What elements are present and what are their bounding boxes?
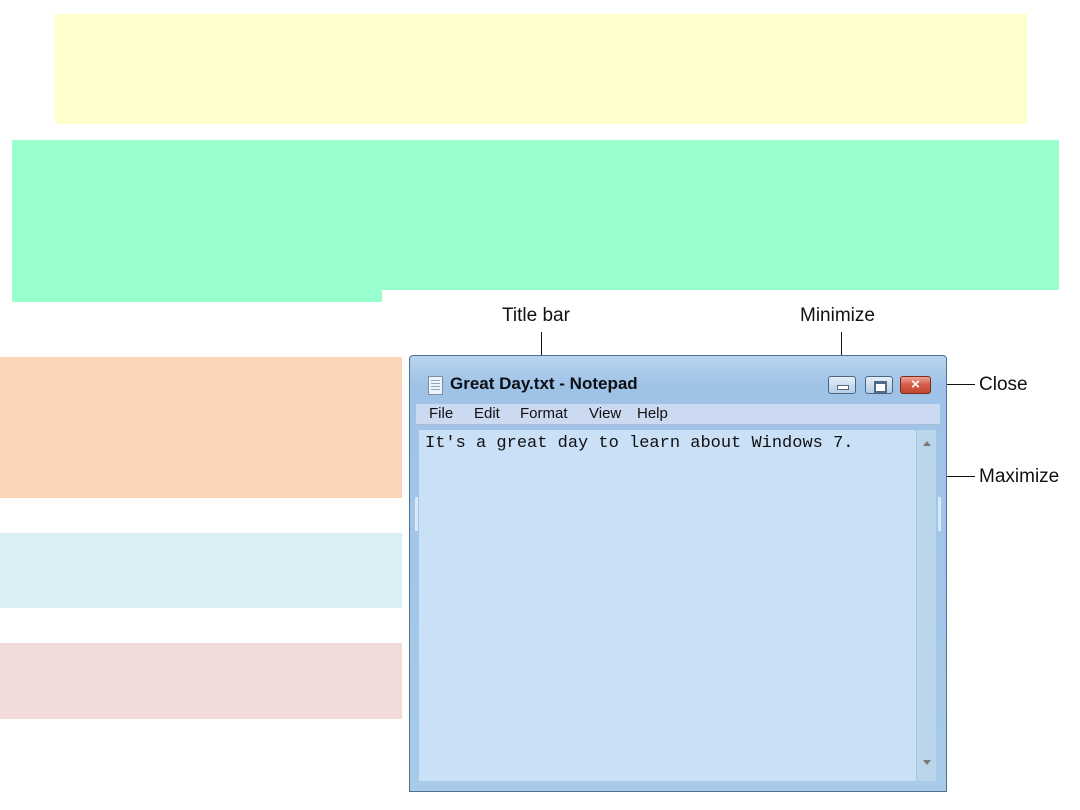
menu-format[interactable]: Format xyxy=(520,405,568,422)
menu-bar: File Edit Format View Help xyxy=(416,404,940,425)
minimize-icon xyxy=(837,385,849,390)
blue-placeholder-panel xyxy=(0,533,402,608)
maximize-button[interactable] xyxy=(865,376,893,394)
yellow-placeholder-panel xyxy=(55,14,1027,124)
scroll-up-arrow-icon[interactable] xyxy=(923,441,931,446)
menu-edit[interactable]: Edit xyxy=(474,405,500,422)
title-bar-callout: Title bar xyxy=(502,305,570,326)
scroll-down-arrow-icon[interactable] xyxy=(923,760,931,765)
close-leader-line xyxy=(930,384,975,385)
menu-help[interactable]: Help xyxy=(637,405,668,422)
title-bar-leader-line xyxy=(541,332,542,376)
maximize-icon xyxy=(874,381,887,393)
minimize-callout: Minimize xyxy=(800,305,875,326)
minimize-button[interactable] xyxy=(828,376,856,394)
close-callout: Close xyxy=(979,374,1028,395)
notepad-document-icon xyxy=(428,376,443,395)
pink-placeholder-panel xyxy=(0,643,402,719)
notepad-text-area[interactable]: It's a great day to learn about Windows … xyxy=(419,430,936,781)
close-button[interactable]: × xyxy=(900,376,931,394)
green-placeholder-panel-extension xyxy=(12,288,382,302)
right-window-resize-handle[interactable] xyxy=(938,497,941,531)
close-icon: × xyxy=(911,376,920,393)
orange-placeholder-panel xyxy=(0,357,402,498)
window-title-bar[interactable]: Great Day.txt - Notepad × xyxy=(410,356,946,400)
green-placeholder-panel xyxy=(12,140,1059,290)
maximize-callout: Maximize xyxy=(979,466,1060,487)
document-text[interactable]: It's a great day to learn about Windows … xyxy=(425,434,854,453)
menu-file[interactable]: File xyxy=(429,405,454,422)
menu-view[interactable]: View xyxy=(589,405,622,422)
left-window-resize-handle[interactable] xyxy=(415,497,418,531)
window-title: Great Day.txt - Notepad xyxy=(450,374,638,393)
notepad-window: Great Day.txt - Notepad × File Edit Form… xyxy=(409,355,947,792)
vertical-scrollbar[interactable] xyxy=(916,430,936,781)
